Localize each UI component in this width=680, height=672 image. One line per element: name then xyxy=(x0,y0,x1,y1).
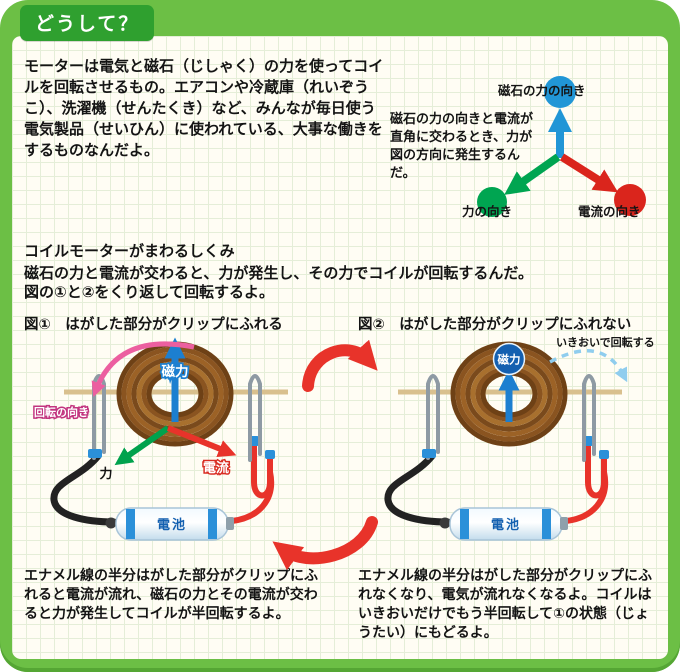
right-clip xyxy=(248,374,262,462)
figure1-caption: 図① はがした部分がクリップにふれる xyxy=(24,317,283,333)
rotation-direction-arrow xyxy=(91,341,195,398)
black-wire xyxy=(384,452,452,526)
battery: 電池 xyxy=(439,507,568,541)
cycle-arrow-bottom xyxy=(272,516,378,571)
page-title: どうして？ xyxy=(35,14,140,35)
mechanism-section: コイルモーターがまわるしくみ 磁石の力と電流が交わると、力が発生し、その力でコイ… xyxy=(24,242,644,303)
current-arrow xyxy=(559,153,646,216)
mechanism-line1: 磁石の力と電流が交わると、力が発生し、その力でコイルが回転するんだ。 xyxy=(24,264,533,282)
mechanism-line2: 図の①と②をくり返して回転するよ。 xyxy=(24,284,274,301)
force-arrow xyxy=(477,153,561,217)
momentum-label: いきおいで回転する xyxy=(556,335,655,349)
figure2-note: エナメル線の半分はがした部分がクリップにふれなくなり、電気が流れなくなるよ。コイ… xyxy=(358,567,652,640)
rotation-direction-label: 回転の向き xyxy=(34,405,89,419)
page-title-tab: どうして？ xyxy=(20,5,155,41)
red-wire xyxy=(563,436,609,524)
battery-label: 電池 xyxy=(491,517,521,532)
black-wire xyxy=(50,452,118,526)
coil xyxy=(116,341,234,447)
force-direction-label: 力の向き xyxy=(462,205,513,219)
current-label: 電流 xyxy=(203,460,229,475)
battery: 電池 xyxy=(105,507,234,541)
current-direction-label: 電流の向き xyxy=(578,205,641,219)
force-direction-diagram xyxy=(477,76,646,217)
content-panel: モーターは電気と磁石（じしゃく）の力を使ってコイルを回転させるもの。エアコンや冷… xyxy=(12,36,668,659)
magnetic-force-label: 磁力 xyxy=(162,363,189,379)
figure1-note: エナメル線の半分はがした部分がクリップにふれると電流が流れ、磁石の力とその電流が… xyxy=(24,567,318,621)
magnetic-force-label: 磁力 xyxy=(498,353,521,367)
left-clip xyxy=(422,374,440,460)
battery-label: 電池 xyxy=(157,517,187,532)
magnet-direction-label: 磁石の力の向き xyxy=(498,84,586,98)
magnet-force-arrow xyxy=(544,76,576,158)
force-label: 力 xyxy=(99,466,112,481)
force-arrow xyxy=(114,425,170,466)
figure2-motor-diagram: 電池 xyxy=(384,335,655,541)
force-rule-note: 磁石の力の向きと電流が直角に交わるとき、力が図の方向に発生するんだ。 xyxy=(390,111,534,180)
right-clip xyxy=(582,374,596,462)
figure1-motor-diagram: 電池 xyxy=(33,337,288,541)
mechanism-heading: コイルモーターがまわるしくみ xyxy=(24,243,235,260)
magnetic-force-arrow xyxy=(492,342,526,422)
current-arrow xyxy=(166,425,237,458)
intro-text: モーターは電気と磁石（じしゃく）の力を使ってコイルを回転させるもの。エアコンや冷… xyxy=(24,58,384,159)
cycle-arrow-top xyxy=(302,339,378,392)
red-wire xyxy=(229,436,275,524)
figure2-caption: 図② はがした部分がクリップにふれない xyxy=(358,317,632,333)
